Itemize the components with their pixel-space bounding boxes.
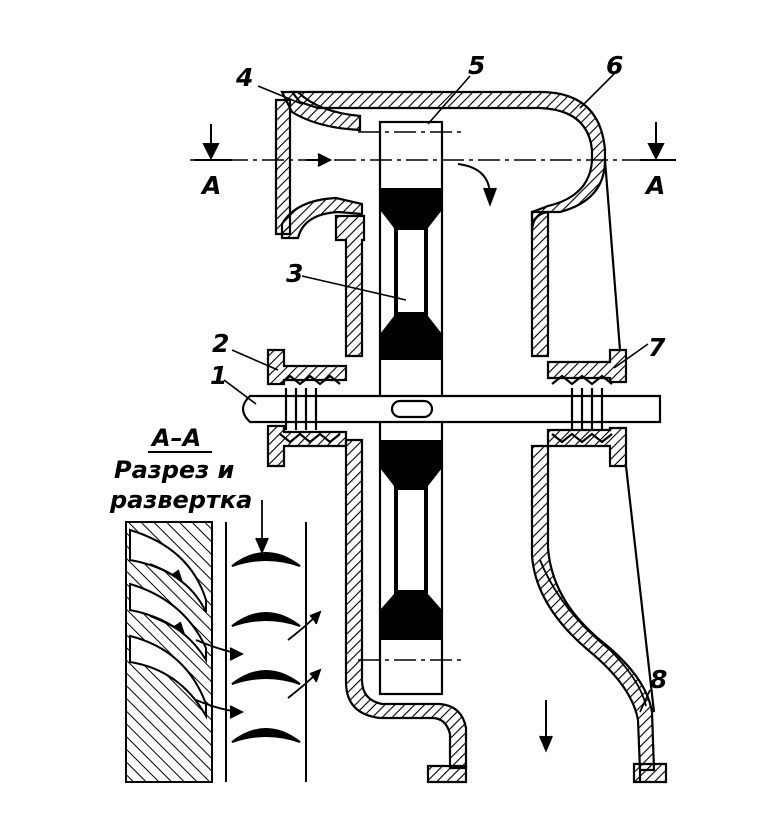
- shaft-key: [390, 399, 434, 419]
- centre-lines: [190, 131, 675, 661]
- label-section-left: A: [200, 171, 221, 200]
- label-3: 3: [286, 259, 303, 288]
- label-4: 4: [235, 63, 253, 92]
- caption-title: A–A: [150, 424, 201, 452]
- caption-line-1: Разрез и: [114, 456, 234, 484]
- flow-arrows: [306, 153, 553, 753]
- label-6: 6: [606, 51, 623, 80]
- label-1: 1: [210, 361, 227, 390]
- label-5: 5: [468, 51, 485, 80]
- inset-blade: [231, 552, 301, 567]
- shaft: [241, 374, 662, 444]
- caption-line-2: развертка: [109, 486, 252, 514]
- section-caption: A–A Разрез и развертка: [109, 424, 252, 514]
- label-8: 8: [650, 665, 667, 694]
- outlet-outline: [539, 159, 656, 782]
- inset-blade: [231, 670, 301, 685]
- inset-blade: [231, 612, 301, 627]
- label-7: 7: [648, 333, 666, 362]
- label-2: 2: [212, 329, 229, 358]
- pump-casing: [266, 90, 668, 784]
- section-inset: [125, 451, 322, 783]
- section-marker-right: [640, 122, 676, 161]
- leader-lines: [223, 73, 651, 713]
- label-section-right: A: [644, 171, 665, 200]
- section-marker-left: [194, 124, 232, 161]
- part-labels: 1 2 3 4 5 6 7 8 A A: [200, 51, 667, 694]
- inset-blade: [231, 728, 301, 743]
